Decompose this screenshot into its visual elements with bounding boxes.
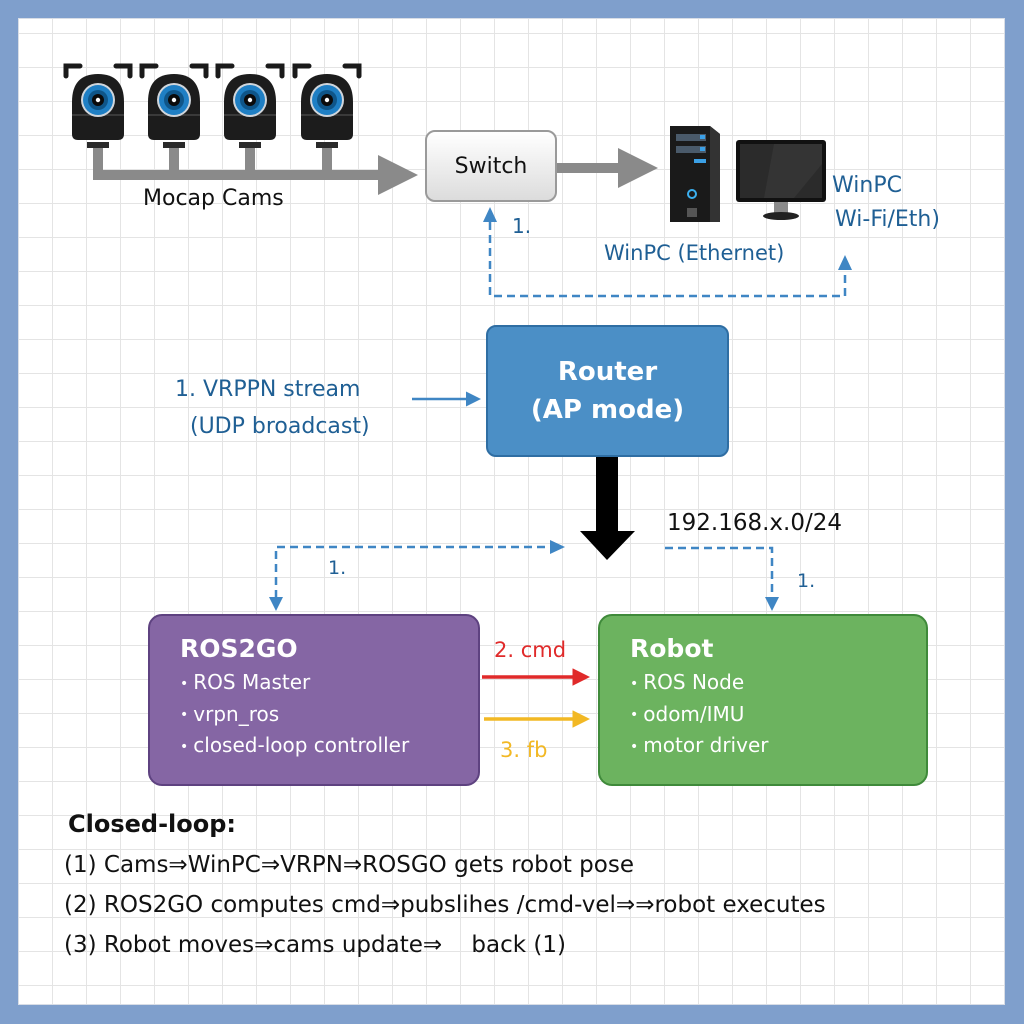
closed-loop-title: Closed-loop: [68,810,237,838]
router-mode: (AP mode) [530,395,685,425]
switch-uplink-arrowhead [483,207,497,222]
left-dashed-arrowhead-down [269,597,283,611]
left-dashed-link [274,545,550,598]
robot-item: odom/IMU [630,699,926,731]
ros2go-item: vrpn_ros [180,699,478,731]
winpc-wifi-label-line1: WinPC [832,173,902,198]
robot-title: Robot [630,634,714,663]
camera-icon [218,66,282,148]
closed-loop-step: (1) Cams⇒WinPC⇒VRPN⇒ROSGO gets robot pos… [64,852,634,878]
closed-loop-step: (2) ROS2GO computes cmd⇒pubslihes /cmd-v… [64,892,826,918]
camera-icon [142,66,206,148]
router-downlink-arrow [580,457,635,560]
robot-node[interactable]: Robot ROS Node odom/IMU motor driver [598,614,928,786]
camera-array [58,62,368,162]
router-title: Router [557,357,658,387]
switch-node[interactable]: Switch [425,130,557,202]
winpc-ethernet-label: WinPC (Ethernet) [604,241,785,265]
left-link-step-label: 1. [328,557,347,579]
subnet-label: 192.168.x.0/24 [667,510,842,536]
desktop-pc-icon[interactable] [664,124,828,224]
camera-bus-arrow [93,148,418,195]
switch-winpc-dashed-link [488,222,847,298]
ros2go-item: ROS Master [180,667,478,699]
left-dashed-arrowhead-right [550,540,565,554]
mocap-cams-label: Mocap Cams [143,186,284,211]
winpc-wifi-label-line2: Wi-Fi/Eth) [835,207,940,232]
right-dashed-link [665,546,774,598]
camera-icon [295,66,359,148]
camera-icon [66,66,130,148]
switch-label: Switch [454,153,528,179]
ros2go-title: ROS2GO [180,634,298,663]
router-node[interactable]: Router (AP mode) [486,325,729,457]
fb-label: 3. fb [500,738,548,762]
right-link-step-label: 1. [797,570,816,592]
top-link-step-label: 1. [512,214,532,238]
cmd-label: 2. cmd [494,638,567,662]
ros2go-node[interactable]: ROS2GO ROS Master vrpn_ros closed-loop c… [148,614,480,786]
robot-item: ROS Node [630,667,926,699]
right-dashed-arrowhead-down [765,597,779,611]
robot-item: motor driver [630,730,926,762]
vrpn-stream-label-line1: 1. VRPPN stream [175,377,361,402]
winpc-uplink-arrowhead [838,255,852,270]
vrpn-stream-label-line2: (UDP broadcast) [190,414,370,439]
ros2go-item: closed-loop controller [180,730,478,762]
closed-loop-step: (3) Robot moves⇒cams update⇒ back (1) [64,932,566,958]
